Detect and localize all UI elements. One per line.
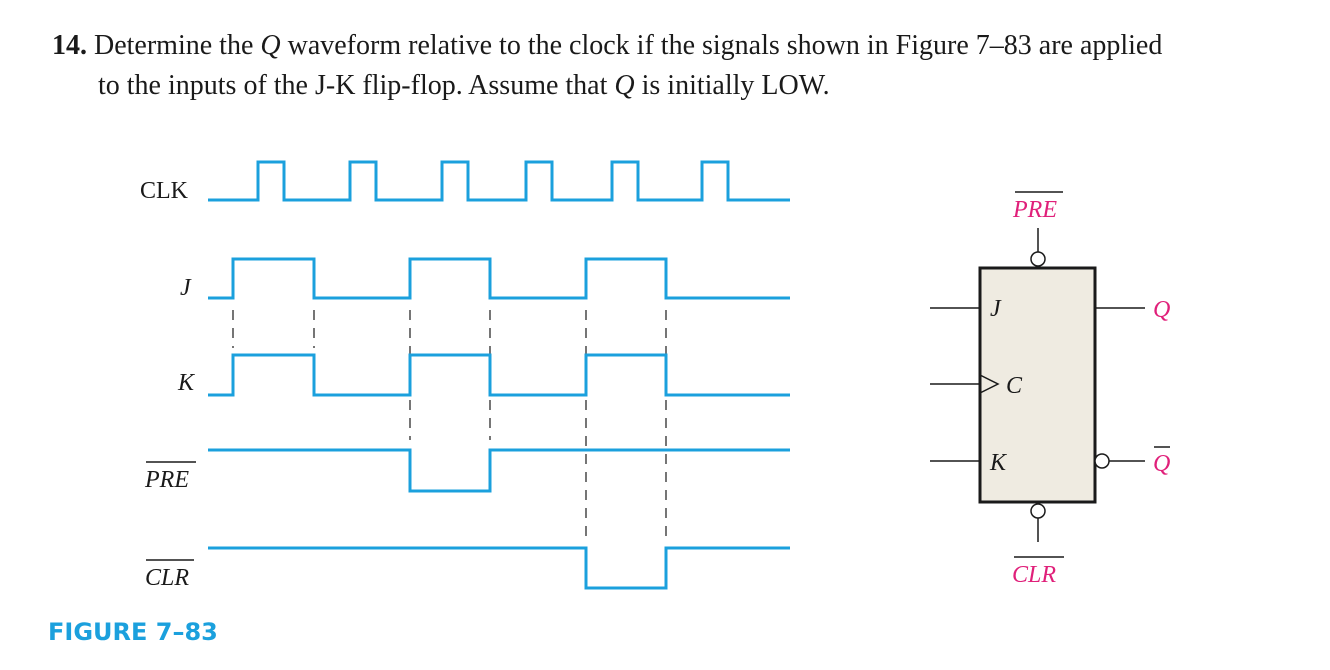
clr-label: CLR <box>145 565 189 591</box>
figure-caption: FIGURE 7–83 <box>48 618 218 646</box>
flip-flop-body <box>978 266 1097 504</box>
pre-label: PRE <box>144 467 189 493</box>
ff-qbar-bubble <box>1094 453 1110 469</box>
question-number: 14. <box>52 30 87 61</box>
k-waveform <box>208 353 790 397</box>
question-line2-b: is initially LOW. <box>634 70 830 101</box>
clk-waveform <box>208 160 790 202</box>
ff-q-label: Q <box>1153 297 1170 323</box>
question-q-symbol: Q <box>260 30 281 61</box>
ff-qbar-label: Q <box>1153 451 1170 477</box>
j-label: J <box>180 275 192 301</box>
clr-waveform <box>208 546 790 590</box>
clk-label: CLK <box>140 178 189 204</box>
question-line2-a: to the inputs of the J-K flip-flop. Assu… <box>98 70 615 101</box>
question-line2: to the inputs of the J-K flip-flop. Assu… <box>52 66 1312 106</box>
question-line1-a: Determine the <box>87 30 261 61</box>
k-label: K <box>177 370 196 396</box>
ff-c-label: C <box>1006 373 1023 399</box>
jk-flip-flop: PRE CLR J C K Q Q <box>930 191 1170 588</box>
question-q-symbol-2: Q <box>614 70 635 101</box>
question-text: 14. Determine the Q waveform relative to… <box>52 26 1312 106</box>
question-line1-b: waveform relative to the clock if the si… <box>280 30 1163 61</box>
ff-k-label: K <box>989 450 1008 476</box>
ff-clr-bubble <box>1030 503 1046 519</box>
ff-pre-bubble <box>1030 251 1046 267</box>
ff-clock-triangle-icon <box>979 374 1000 394</box>
ff-pre-label: PRE <box>1012 197 1057 223</box>
ff-j-label: J <box>990 296 1002 322</box>
ff-clr-label: CLR <box>1012 562 1056 588</box>
pre-waveform <box>208 448 790 493</box>
j-waveform <box>208 257 790 300</box>
